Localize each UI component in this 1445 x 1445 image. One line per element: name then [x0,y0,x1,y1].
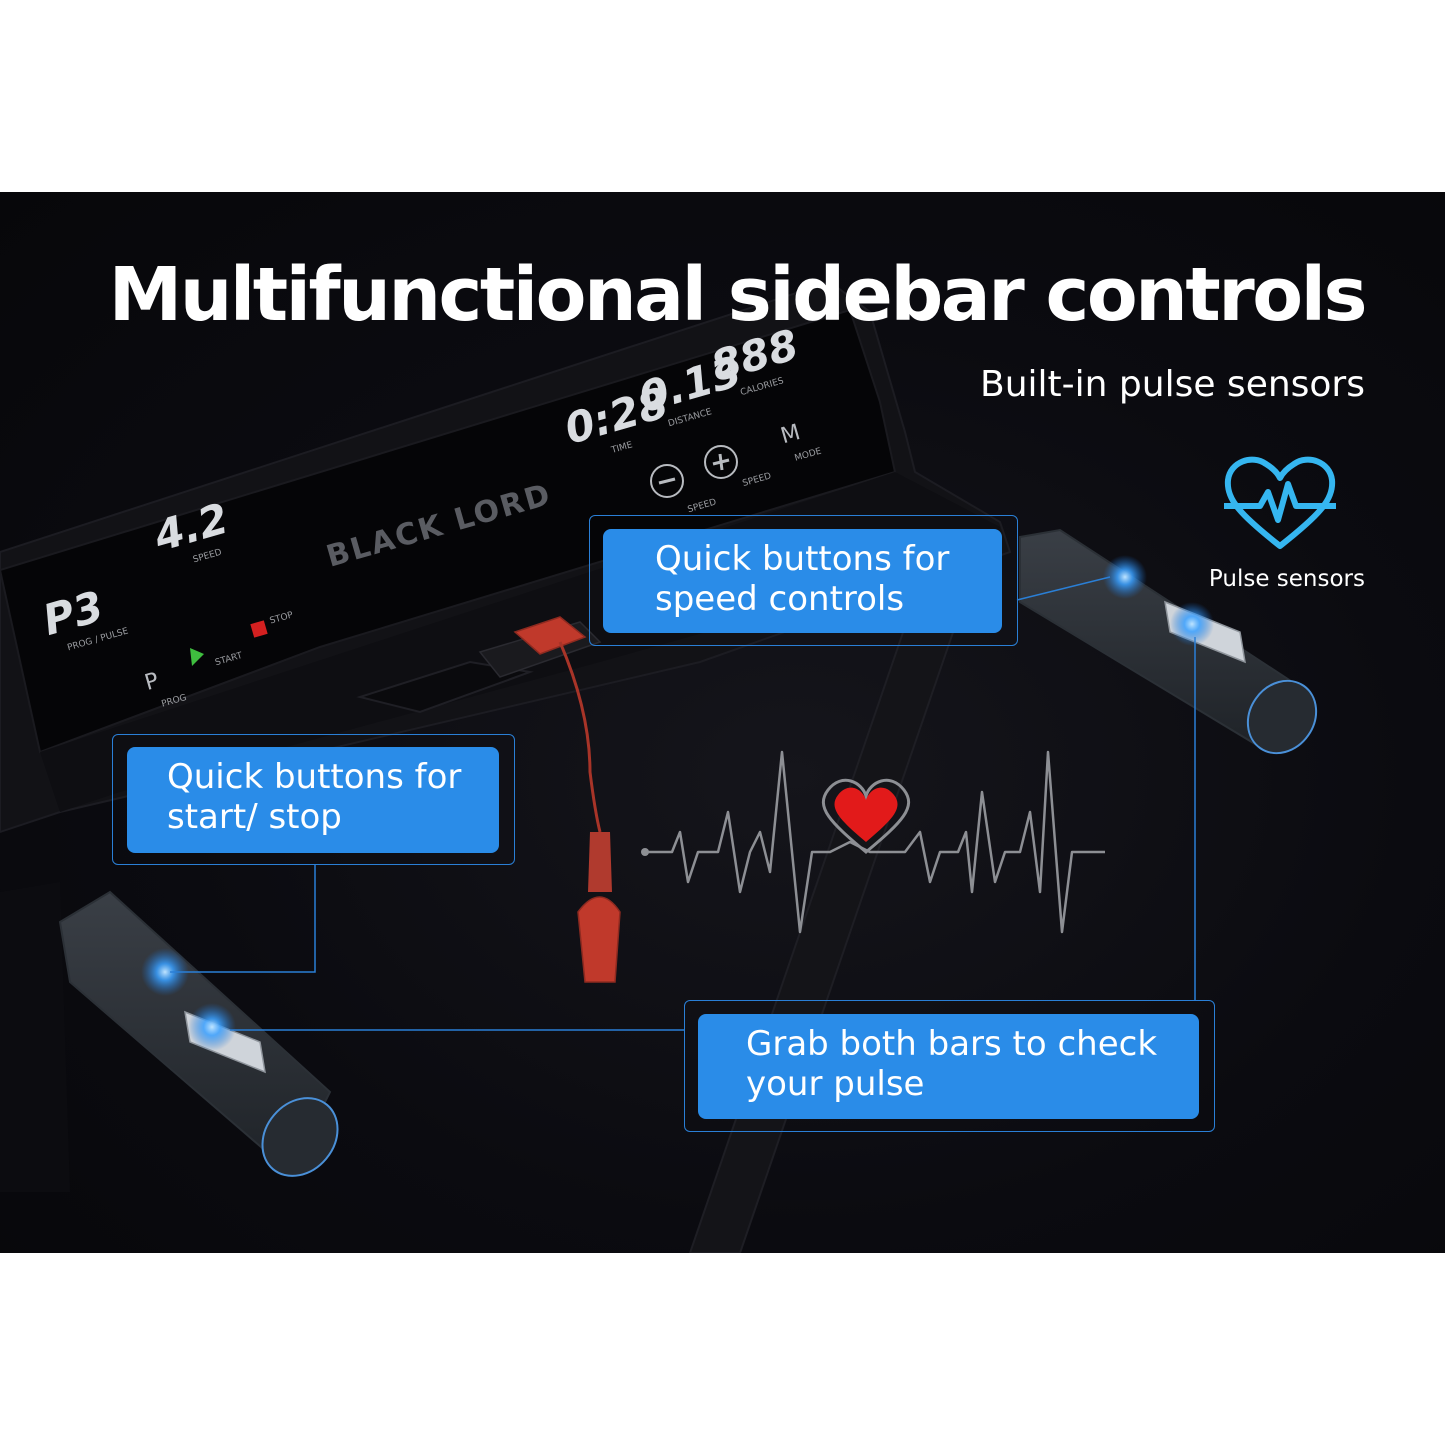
prog-button-label: PROG [160,693,188,710]
speed-callout-frame [589,515,1018,646]
mode-button-symbol: M [778,420,803,449]
speed-plus-button[interactable] [704,445,738,479]
page-title: Multifunctional sidebar controls [108,252,1368,338]
safety-key [513,616,621,983]
page-subtitle: Built-in pulse sensors [980,364,1365,405]
brand-logo: BLACK LORD [323,477,556,575]
pulse-check-callout: Grab both bars to check your pulse [698,1014,1199,1119]
start-button-label: START [214,651,244,668]
pulse-callout-line1: Grab both bars to check [746,1024,1158,1064]
speed-callout-line2: speed controls [655,579,905,619]
mode-button-label: MODE [794,446,823,463]
prog-button-symbol: P [142,668,162,696]
speed-minus-button[interactable] [650,464,684,498]
right-grip [1019,528,1318,755]
minus-button-label: SPEED [687,497,718,515]
heart-symbol [822,778,910,854]
start-stop-callout-frame [112,734,515,865]
plus-button-label: SPEED [741,471,772,489]
pulse-callout-frame [684,1000,1215,1132]
stop-button-label: STOP [269,610,295,626]
speed-controls-callout: Quick buttons for speed controls [603,529,1002,633]
console-readouts: 0:28 0.13 888 TIME DISTANCE CALORIES SPE… [38,320,823,710]
heart-pulse-icon [1224,456,1336,549]
callout-connectors [170,576,1196,1031]
product-panel: 0:28 0.13 888 TIME DISTANCE CALORIES SPE… [0,192,1445,1253]
heartbeat-line [645,750,1105,934]
left-grip [58,890,339,1177]
start-stop-callout-line2: start/ stop [167,797,342,837]
stop-button[interactable] [250,620,268,638]
pulse-sensors-label: Pulse sensors [1208,566,1365,592]
pulse-callout-line2: your pulse [746,1064,925,1104]
speed-callout-line1: Quick buttons for [655,539,950,579]
start-button[interactable] [190,648,204,666]
time-label: TIME [609,440,634,456]
start-stop-callout: Quick buttons for start/ stop [127,747,499,853]
start-stop-callout-line1: Quick buttons for [167,757,462,797]
